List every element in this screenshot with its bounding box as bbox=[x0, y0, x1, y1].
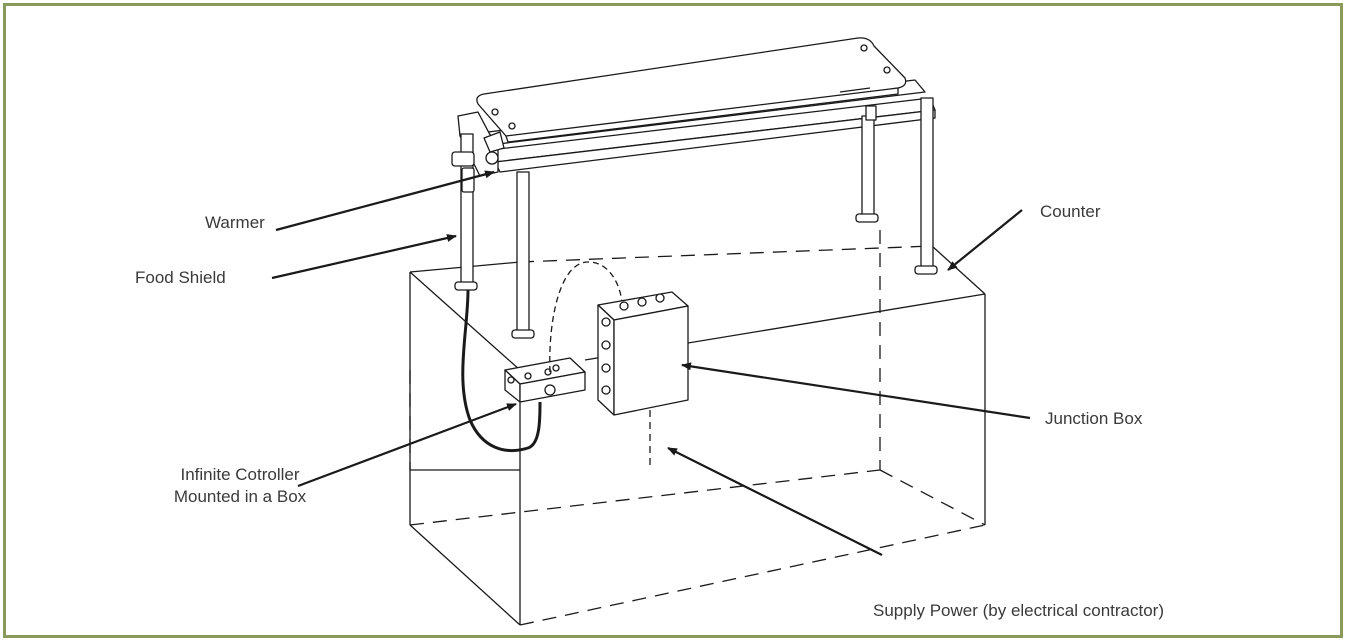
counter-box bbox=[409, 230, 986, 626]
controller-arrow bbox=[297, 402, 517, 488]
warmer-cable bbox=[461, 289, 542, 453]
warmer-arrow bbox=[275, 170, 495, 232]
supply-power-arrow bbox=[667, 447, 883, 556]
diagram-frame bbox=[3, 3, 1343, 638]
supply-power-label: Supply Power (by electrical contractor) bbox=[873, 601, 1165, 620]
food-shield-label: Food Shield bbox=[135, 268, 226, 287]
controller-label-line1: Infinite Cotroller bbox=[180, 465, 300, 484]
controller-box bbox=[504, 357, 586, 403]
junction-box-label: Junction Box bbox=[1045, 409, 1143, 428]
warmer-label: Warmer bbox=[205, 213, 265, 232]
food-shield-drawing bbox=[451, 37, 938, 339]
counter-label: Counter bbox=[1040, 202, 1101, 221]
counter-arrow bbox=[947, 209, 1023, 271]
junction-box-arrow bbox=[681, 362, 1031, 420]
food-shield-arrow bbox=[271, 234, 457, 280]
controller-label: Infinite Cotroller Mounted in a Box bbox=[140, 464, 340, 508]
controller-label-line2: Mounted in a Box bbox=[173, 487, 307, 506]
junction-box bbox=[597, 291, 689, 416]
control-wire bbox=[549, 261, 623, 373]
